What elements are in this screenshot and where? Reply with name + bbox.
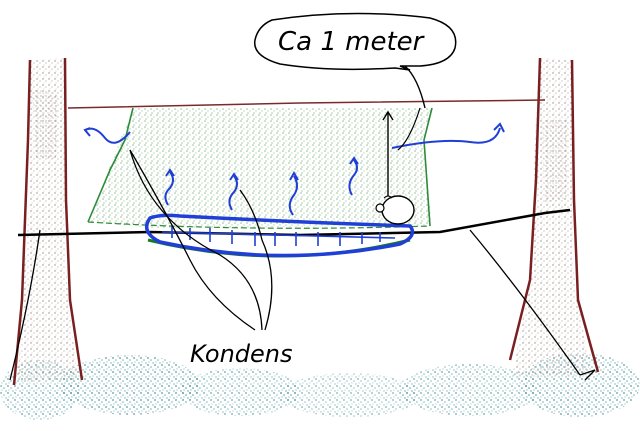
right-tree — [508, 57, 600, 378]
callout-label: Ca 1 meter — [278, 27, 426, 57]
condensation-label: Kondens — [190, 340, 293, 368]
suspension-rope — [17, 208, 571, 237]
tarp — [87, 107, 433, 229]
callout-bubble: Ca 1 meter — [253, 12, 457, 151]
height-marker — [382, 110, 394, 196]
condensation-pointers — [129, 149, 273, 331]
ground — [0, 353, 640, 420]
hammock — [144, 213, 415, 258]
left-tree — [12, 57, 84, 386]
vapor-squiggles — [83, 122, 505, 216]
stake-ropes — [9, 229, 596, 381]
ridge-line — [67, 99, 546, 109]
person-head — [375, 195, 415, 225]
